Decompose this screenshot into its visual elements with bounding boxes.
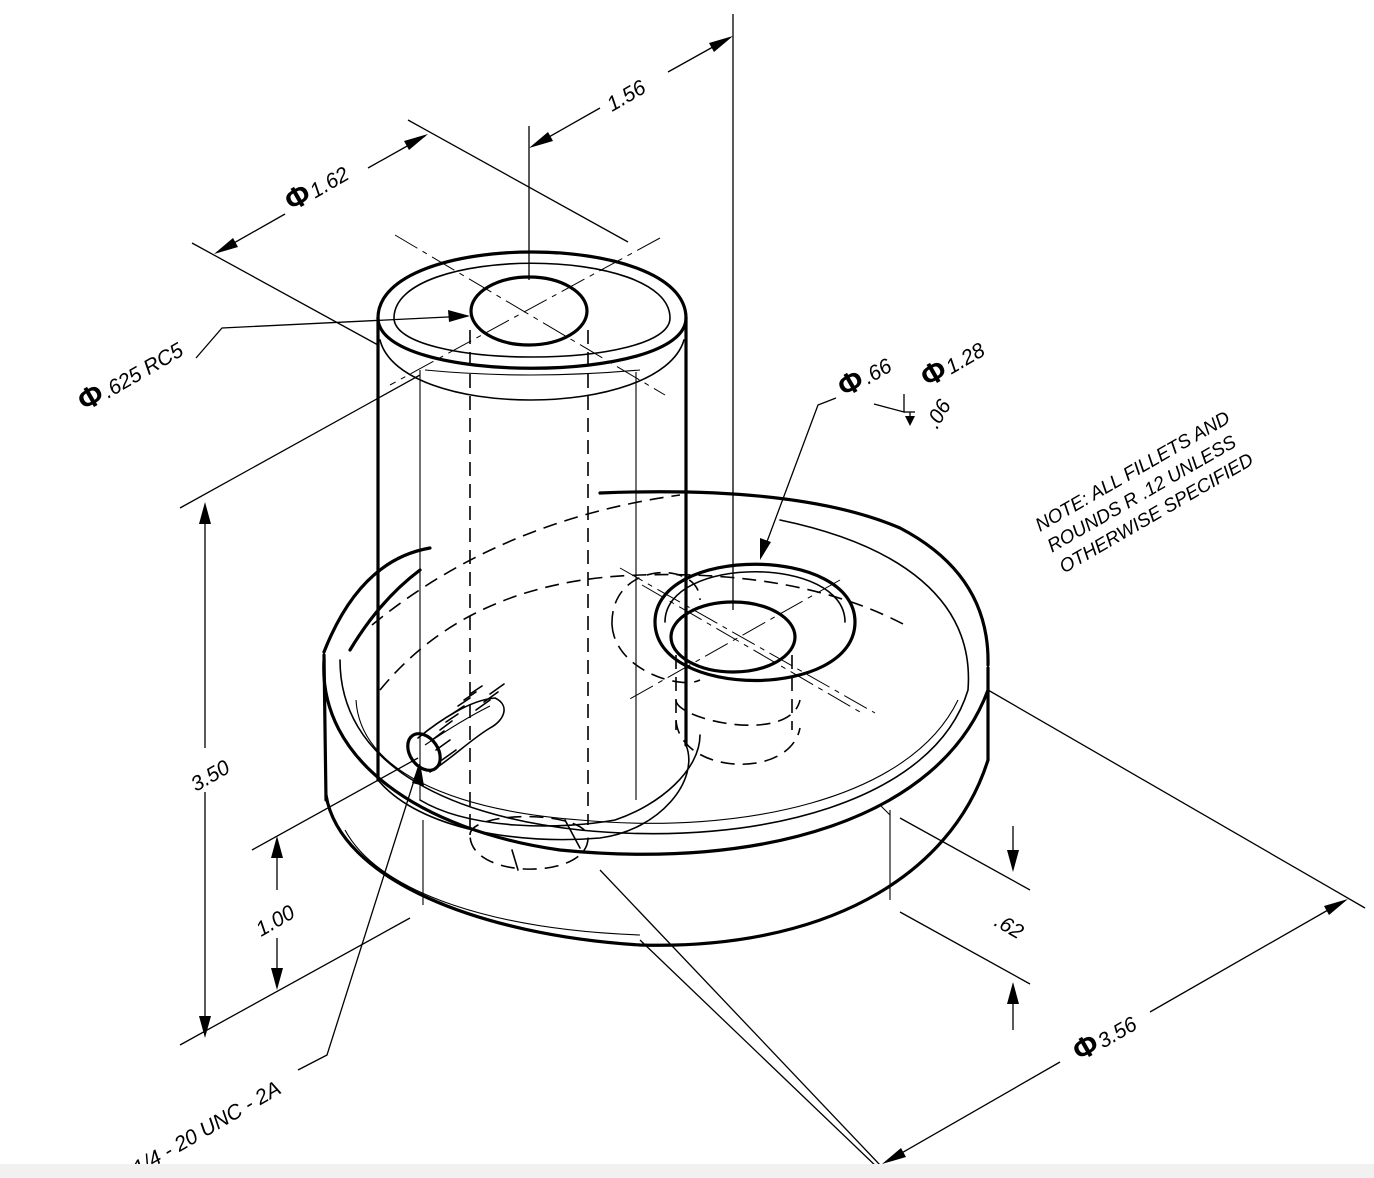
dim-bore-callout: Φ.625 RC5 (72, 332, 189, 418)
extension-lines (179, 14, 1366, 1171)
depth-symbol (905, 412, 915, 426)
base-flange (322, 490, 990, 947)
dim-height-total: 3.50 (187, 756, 234, 797)
dim-cb-hole: Φ.66 (832, 347, 897, 404)
dim-top-span: 1.56 (603, 76, 650, 117)
dim-boss-diameter: Φ1.62 (279, 156, 354, 218)
dim-height-base: 1.00 (252, 901, 299, 942)
threaded-stud (406, 683, 505, 773)
dim-base-thickness: .62 (991, 909, 1028, 944)
dim-cb-depth: .06 (921, 395, 956, 432)
dim-base-diameter: Φ3.56 (1067, 1006, 1142, 1068)
general-note: NOTE: ALL FILLETS AND ROUNDS R .12 UNLES… (1032, 407, 1258, 577)
boss-cylinder (376, 250, 701, 871)
dim-thread: 1/4 - 20 UNC - 2A (129, 1077, 285, 1178)
bottom-scroll-strip (0, 1164, 1374, 1178)
dimension-lines (195, 36, 1348, 1164)
dim-cb-diameter: Φ1.28 (915, 332, 990, 394)
center-lines (389, 234, 876, 714)
